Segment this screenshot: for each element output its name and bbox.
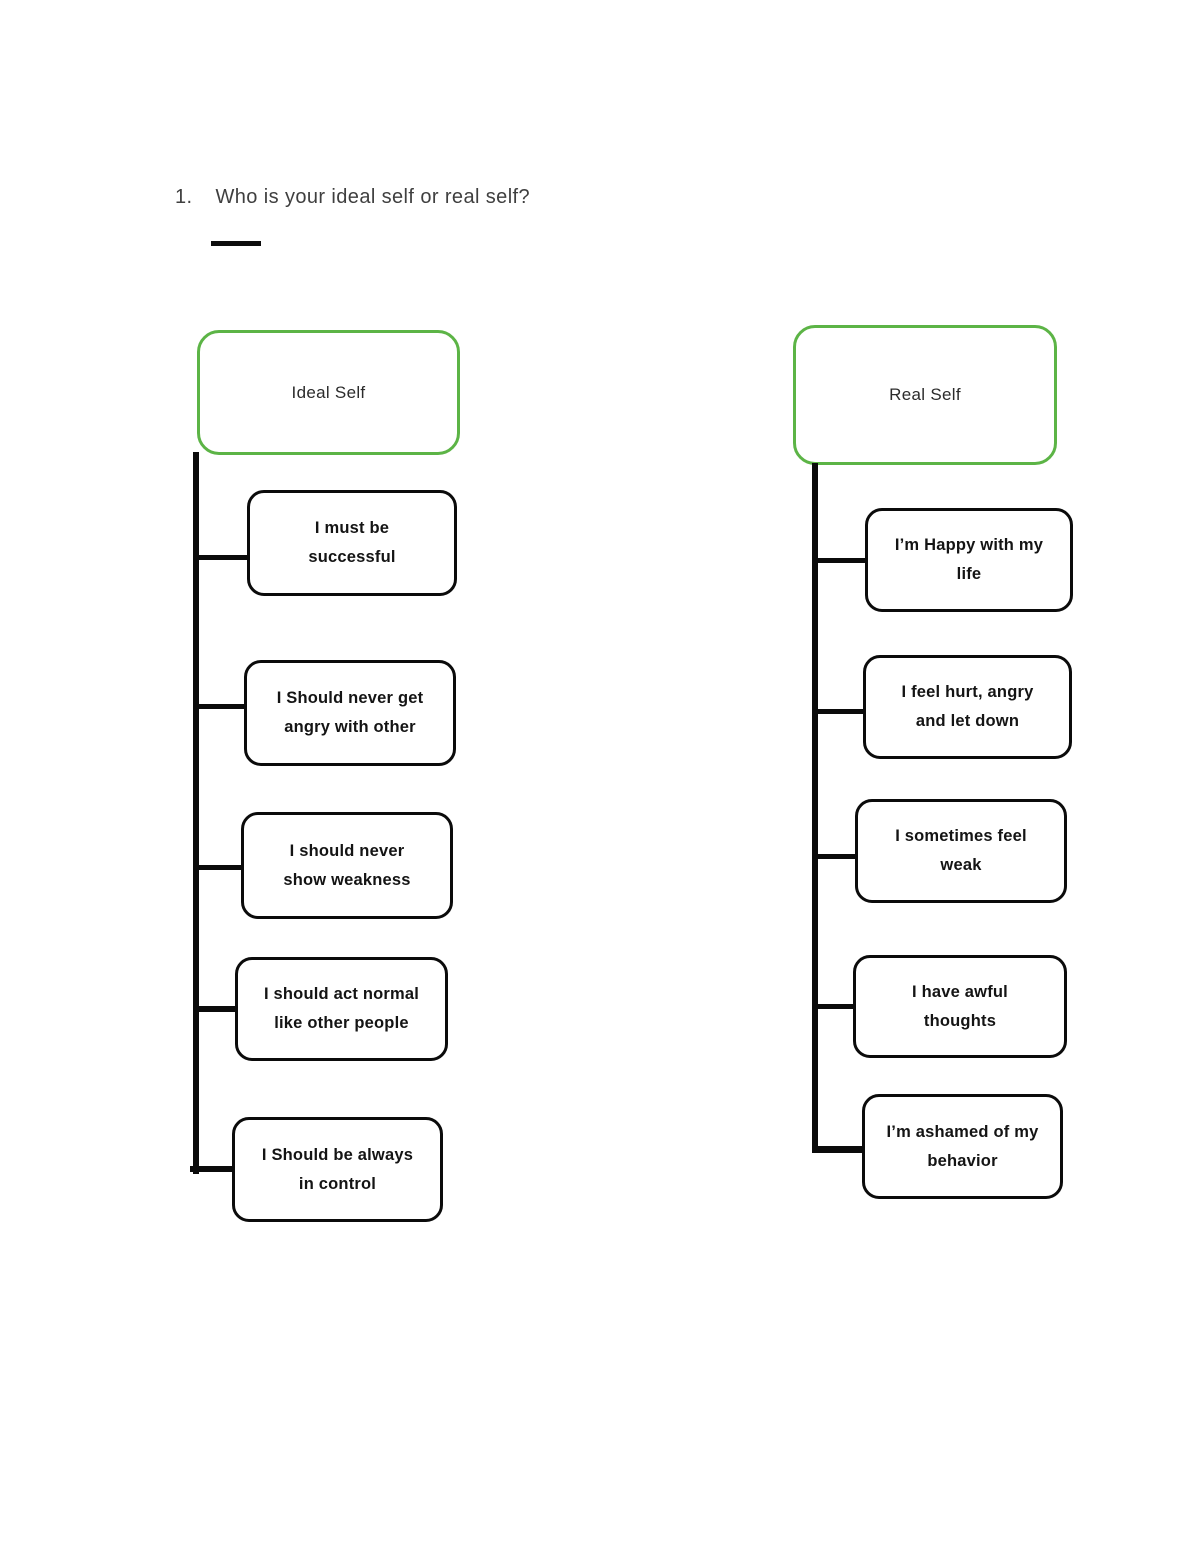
ideal-tree-trunk xyxy=(193,452,199,1174)
real-connector-1 xyxy=(815,558,866,563)
child-box-line: and let down xyxy=(915,712,1020,730)
child-box-line: I’m Happy with my xyxy=(894,536,1044,554)
question-number: 1. xyxy=(175,186,193,208)
child-box-line: I Should be always xyxy=(261,1145,414,1164)
child-box-line: I Should never get xyxy=(276,689,424,707)
real-connector-4 xyxy=(812,1004,854,1009)
ideal-self-root-box: Ideal Self xyxy=(197,330,460,455)
child-box-line: successful xyxy=(308,548,396,566)
real-self-root-box: Real Self xyxy=(793,325,1057,465)
child-box-line: I’m ashamed of my xyxy=(886,1122,1039,1141)
ideal-connector-3 xyxy=(196,865,242,870)
child-box-line: I feel hurt, angry xyxy=(901,683,1034,701)
ideal-connector-5 xyxy=(190,1166,233,1172)
real-connector-2 xyxy=(815,709,864,714)
ideal-connector-1 xyxy=(196,555,248,560)
child-box-line: life xyxy=(956,565,982,583)
ideal-self-label: Ideal Self xyxy=(291,382,366,402)
ideal-connector-4 xyxy=(193,1006,236,1012)
child-box-line: in control xyxy=(298,1174,377,1193)
real-self-label: Real Self xyxy=(889,385,961,404)
ideal-child-box-1: I must be successful xyxy=(247,490,457,596)
real-child-box-4: I have awful thoughts xyxy=(853,955,1067,1058)
real-child-box-5: I’m ashamed of my behavior xyxy=(862,1094,1063,1199)
child-box-line: I have awful xyxy=(912,982,1008,1001)
child-box-line: I should never xyxy=(289,841,405,860)
child-box-line: like other people xyxy=(274,1014,409,1032)
child-box-line: thoughts xyxy=(923,1011,997,1030)
ideal-child-box-3: I should never show weakness xyxy=(241,812,453,919)
ideal-connector-2 xyxy=(196,704,245,709)
child-box-line: I sometimes feel xyxy=(895,827,1027,845)
real-child-box-1: I’m Happy with my life xyxy=(865,508,1073,612)
real-connector-5 xyxy=(812,1146,863,1153)
ideal-child-box-2: I Should never get angry with other xyxy=(244,660,456,766)
child-box-line: I should act normal xyxy=(263,985,420,1003)
ideal-child-box-4: I should act normal like other people xyxy=(235,957,448,1061)
child-box-line: weak xyxy=(940,856,982,874)
child-box-line: I must be xyxy=(314,519,390,537)
real-connector-3 xyxy=(815,854,856,859)
question-text: Who is your ideal self or real self? xyxy=(215,186,531,208)
child-box-line: show weakness xyxy=(283,870,411,889)
child-box-line: angry with other xyxy=(284,718,416,736)
answer-dash xyxy=(211,241,261,246)
child-box-line: behavior xyxy=(927,1151,998,1170)
real-tree-trunk xyxy=(812,463,818,1153)
real-child-box-2: I feel hurt, angry and let down xyxy=(863,655,1072,759)
question-heading: 1. Who is your ideal self or real self? xyxy=(175,186,530,209)
ideal-child-box-5: I Should be always in control xyxy=(232,1117,443,1222)
real-child-box-3: I sometimes feel weak xyxy=(855,799,1067,903)
